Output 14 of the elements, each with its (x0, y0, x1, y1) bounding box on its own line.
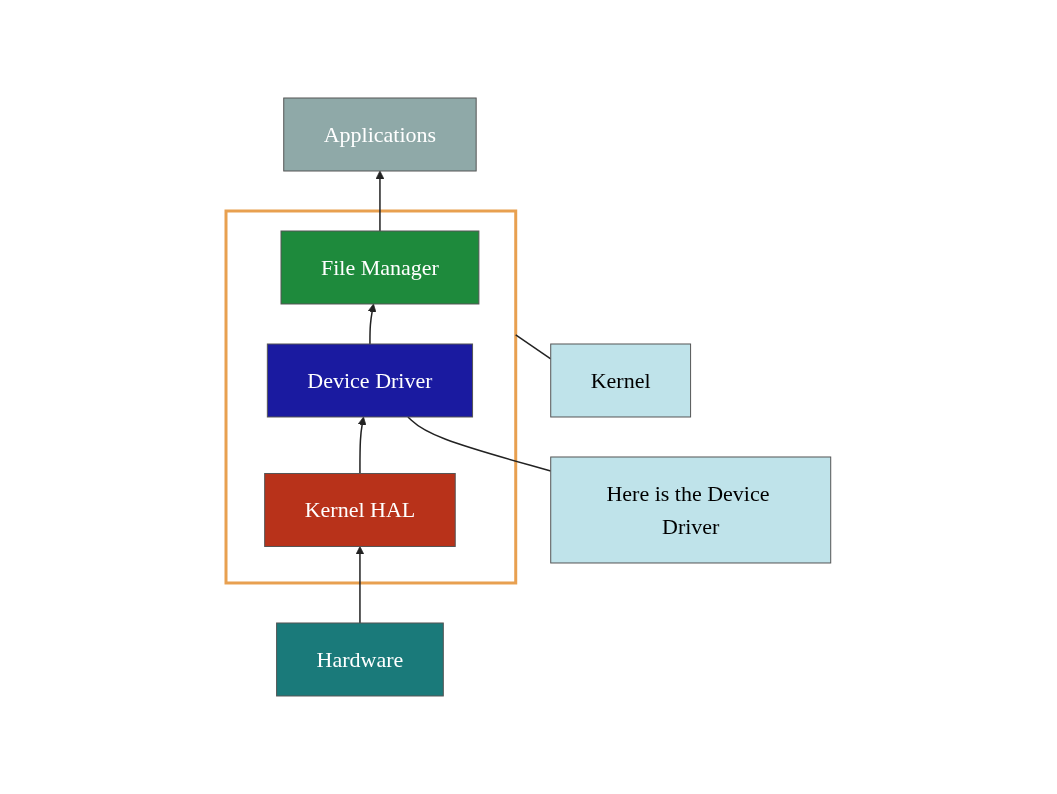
node-box: Here is the Device Driver (550, 456, 832, 564)
node-box: Hardware (276, 622, 444, 697)
arrow (357, 416, 367, 475)
connector (407, 416, 552, 472)
node-box: Applications (283, 97, 477, 172)
arrow (367, 303, 377, 345)
connector (515, 334, 552, 360)
node-box: Kernel HAL (264, 473, 456, 547)
arrow (375, 170, 385, 232)
cluster (224, 209, 518, 585)
arrow (355, 546, 365, 624)
node-box: Device Driver (267, 343, 474, 418)
node-box: File Manager (280, 230, 480, 305)
node-box: Kernel (550, 343, 692, 418)
